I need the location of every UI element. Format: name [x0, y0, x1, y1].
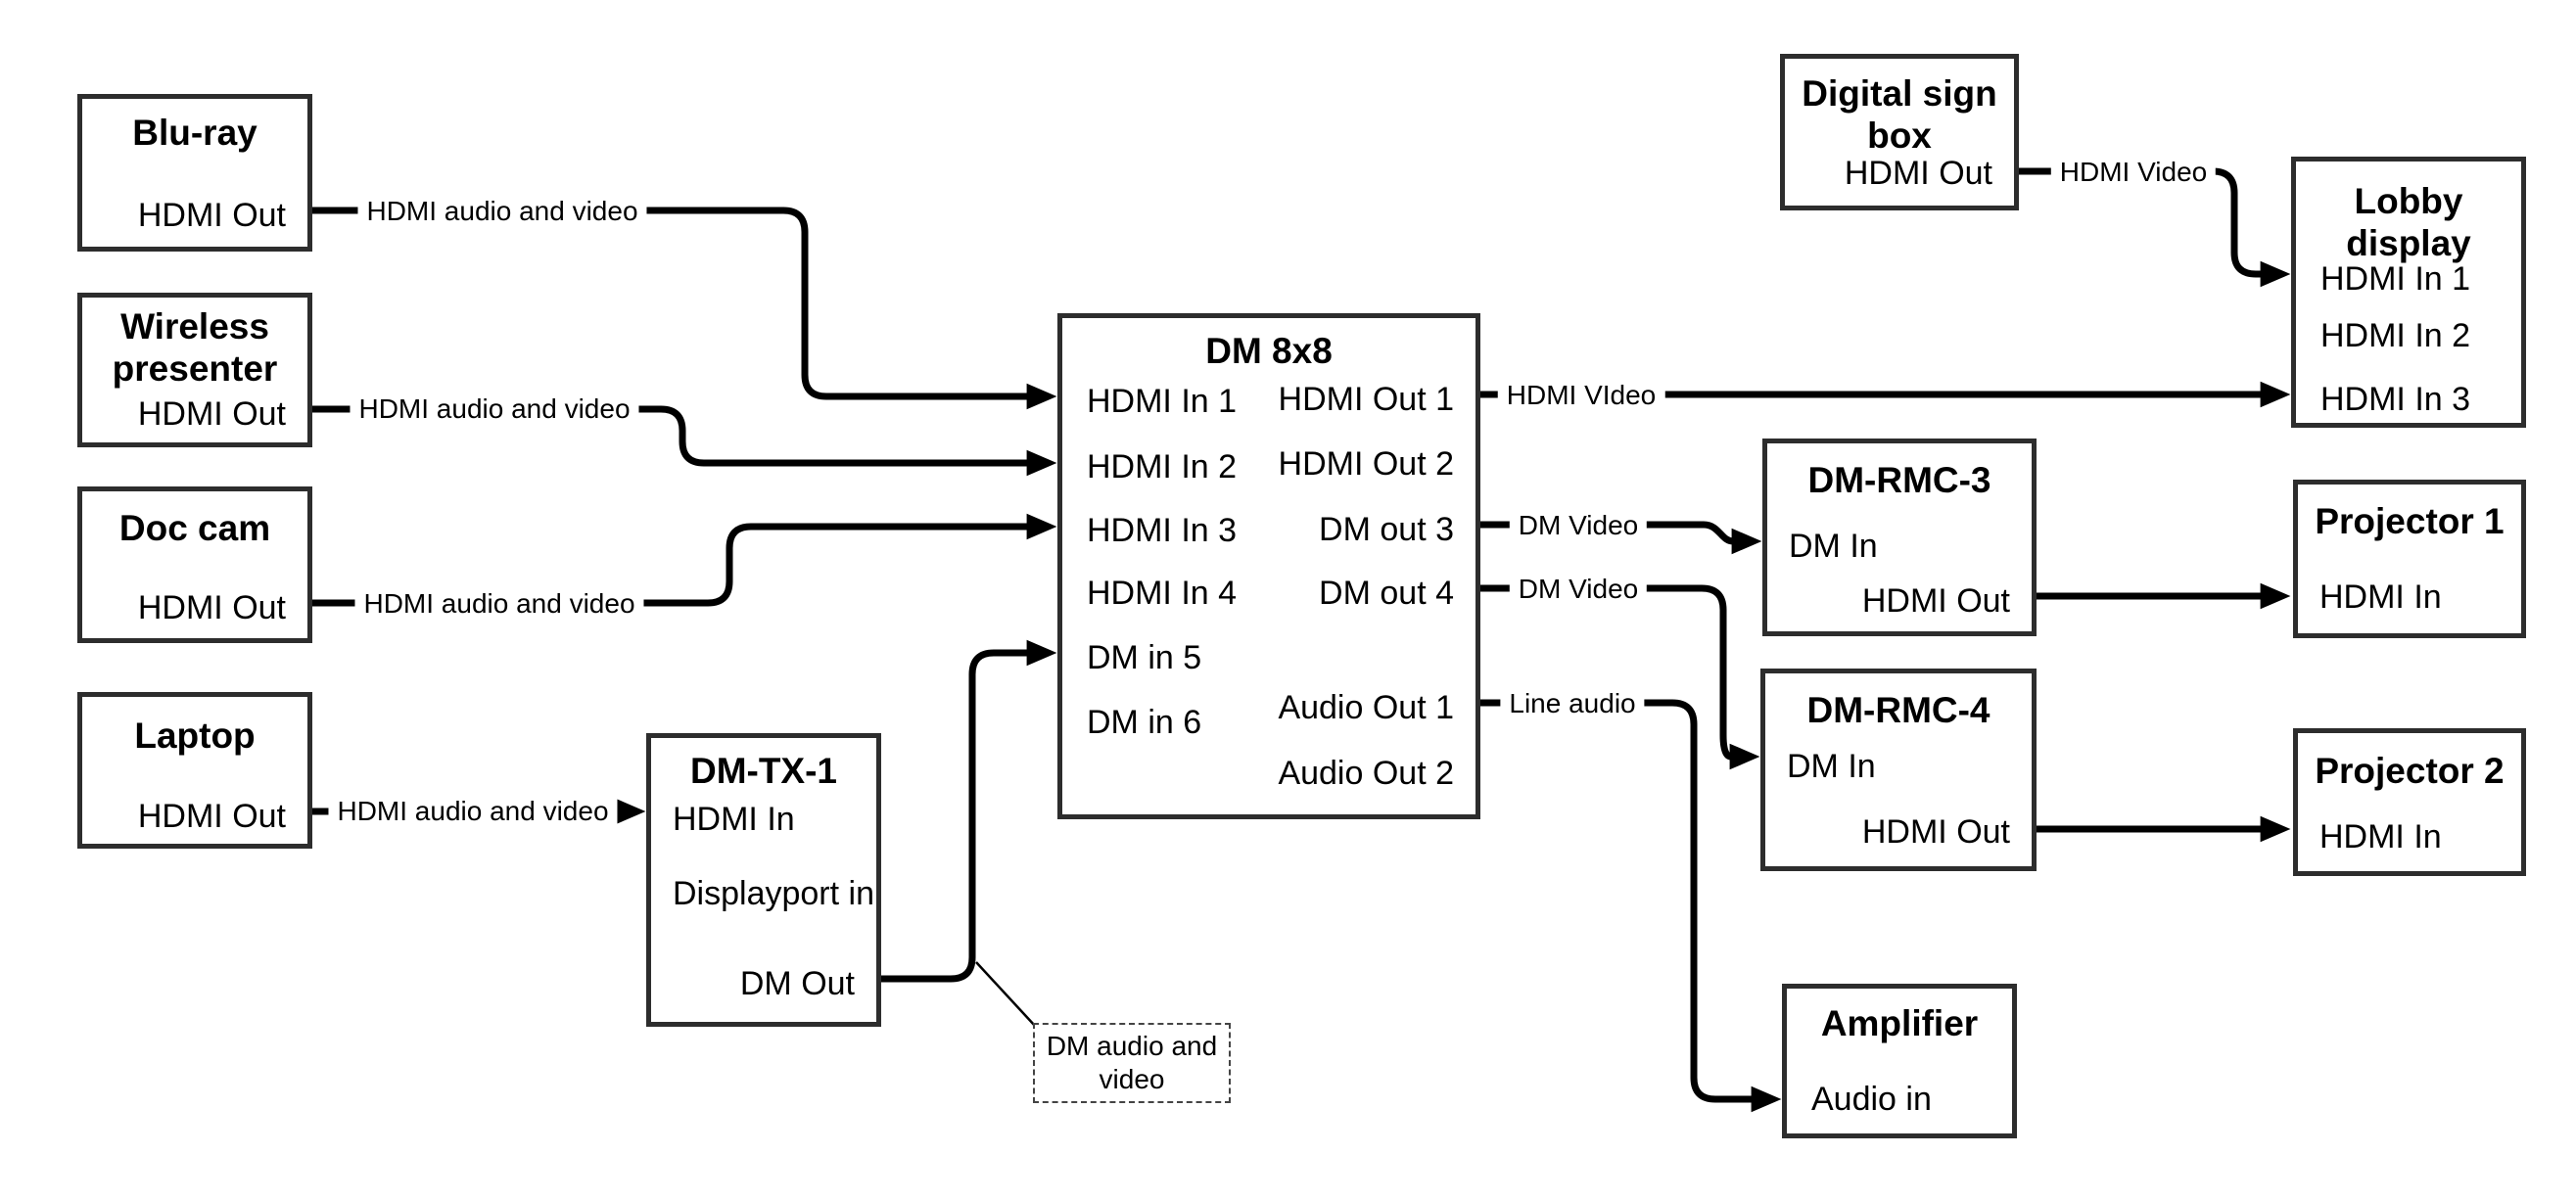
port-dm8x8-hdmi-in-4: HDMI In 4 [1087, 575, 1238, 612]
port-dm8x8-dm-in-6: DM in 6 [1087, 704, 1202, 741]
node-wireless-presenter: Wireless presenter HDMI Out [77, 293, 312, 447]
node-proj2-title: Projector 2 [2315, 751, 2505, 791]
port-dm8x8-hdmi-out-1: HDMI Out 1 [1278, 381, 1454, 418]
port-bluray-hdmi-out: HDMI Out [137, 197, 286, 234]
node-bluray-title: Blu-ray [132, 113, 258, 153]
port-wireless-hdmi-out: HDMI Out [137, 395, 286, 433]
port-dm8x8-hdmi-in-2: HDMI In 2 [1087, 448, 1238, 485]
note-dm-audio-and-video: DM audio and video [1033, 1023, 1231, 1103]
port-proj2-hdmi-in: HDMI In [2319, 818, 2442, 855]
port-dm8x8-hdmi-out-2: HDMI Out 2 [1278, 445, 1454, 483]
port-dm8x8-dm-out-4: DM out 4 [1319, 575, 1454, 612]
port-dm8x8-hdmi-in-1: HDMI In 1 [1087, 383, 1238, 420]
port-dmrmc3-hdmi-out: HDMI Out [1861, 582, 2010, 620]
note-text: DM audio and video [1046, 1031, 1218, 1094]
edge-label-dmout4: DM Video [1509, 573, 1648, 606]
node-laptop-title: Laptop [134, 716, 256, 756]
port-lobby-hdmi-in-3: HDMI In 3 [2320, 381, 2471, 418]
port-digitalsign-hdmi-out: HDMI Out [1844, 155, 1992, 192]
node-dm-rmc-4: DM-RMC-4 DM In HDMI Out [1760, 669, 2037, 871]
node-digitalsign-title: Digital sign box [1802, 73, 1997, 156]
wire-dm8x8-out4-to-dmrmc4 [1480, 584, 1760, 770]
port-proj1-hdmi-in: HDMI In [2319, 578, 2442, 616]
node-proj1-title: Projector 1 [2315, 501, 2505, 541]
port-doccam-hdmi-out: HDMI Out [137, 589, 286, 626]
port-amplifier-audio-in: Audio in [1811, 1081, 1932, 1118]
edge-label-doccam: HDMI audio and video [354, 587, 644, 621]
port-dm8x8-audio-out-2: Audio Out 2 [1278, 755, 1454, 792]
port-lobby-hdmi-in-2: HDMI In 2 [2320, 317, 2471, 354]
edge-label-laptop: HDMI audio and video [328, 795, 618, 828]
port-dmtx1-hdmi-in: HDMI In [673, 801, 795, 838]
node-lobby-title: Lobby display [2346, 181, 2471, 263]
port-dmrmc4-dm-in: DM In [1787, 748, 1876, 785]
port-dmtx1-displayport-in: Displayport in [673, 875, 874, 912]
node-dm-rmc-3: DM-RMC-3 DM In HDMI Out [1762, 439, 2037, 636]
node-projector-2: Projector 2 HDMI In [2293, 728, 2526, 876]
port-dmrmc3-dm-in: DM In [1789, 528, 1878, 565]
edge-label-audioout1: Line audio [1500, 687, 1645, 720]
node-projector-1: Projector 1 HDMI In [2293, 480, 2526, 638]
wire-dm8x8-aout1-to-amplifier [1480, 699, 1782, 1113]
wire-wireless-to-dm8x8-in2 [312, 405, 1057, 477]
edge-label-hdmiout1-lobby: HDMI VIdeo [1497, 379, 1665, 412]
node-bluray: Blu-ray HDMI Out [77, 94, 312, 252]
port-dm8x8-audio-out-1: Audio Out 1 [1278, 689, 1454, 726]
node-dm-8x8: DM 8x8 HDMI In 1 HDMI In 2 HDMI In 3 HDM… [1057, 313, 1480, 819]
node-digital-sign-box: Digital sign box HDMI Out [1780, 54, 2019, 210]
node-doc-cam: Doc cam HDMI Out [77, 486, 312, 643]
node-dmrmc4-title: DM-RMC-4 [1806, 690, 1991, 730]
wire-dm8x8-out3-to-dmrmc3 [1480, 521, 1762, 555]
node-dm-tx-1: DM-TX-1 HDMI In Displayport in DM Out [646, 733, 881, 1027]
edge-label-wireless: HDMI audio and video [350, 393, 639, 426]
port-laptop-hdmi-out: HDMI Out [137, 798, 286, 835]
callout-line-dm-audio-video [975, 961, 1036, 1027]
node-dm8x8-title: DM 8x8 [1205, 331, 1333, 371]
port-dmrmc4-hdmi-out: HDMI Out [1861, 813, 2010, 851]
port-dmtx1-dm-out: DM Out [739, 965, 855, 1002]
node-laptop: Laptop HDMI Out [77, 692, 312, 849]
wire-bluray-to-dm8x8-in1 [312, 207, 1057, 410]
wire-doccam-to-dm8x8-in3 [312, 513, 1057, 607]
node-lobby-display: Lobby display HDMI In 1 HDMI In 2 HDMI I… [2291, 157, 2526, 428]
port-dm8x8-hdmi-in-3: HDMI In 3 [1087, 512, 1238, 549]
node-doccam-title: Doc cam [118, 508, 271, 548]
wire-digitalsign-to-lobby-in1 [2019, 167, 2291, 288]
node-amplifier-title: Amplifier [1820, 1003, 1979, 1043]
port-dm8x8-dm-in-5: DM in 5 [1087, 639, 1202, 676]
port-lobby-hdmi-in-1: HDMI In 1 [2320, 260, 2471, 298]
node-wireless-title: Wireless presenter [112, 306, 278, 389]
node-dmtx1-title: DM-TX-1 [689, 751, 838, 791]
node-dmrmc3-title: DM-RMC-3 [1807, 460, 1991, 500]
edge-label-dmout3: DM Video [1509, 509, 1648, 542]
port-dm8x8-dm-out-3: DM out 3 [1319, 511, 1454, 548]
edge-label-bluray: HDMI audio and video [357, 195, 647, 228]
node-amplifier: Amplifier Audio in [1782, 984, 2017, 1138]
edge-label-digitalsign-lobby: HDMI Video [2050, 156, 2217, 189]
wire-dmtx1-to-dm8x8-in5 [879, 639, 1057, 983]
